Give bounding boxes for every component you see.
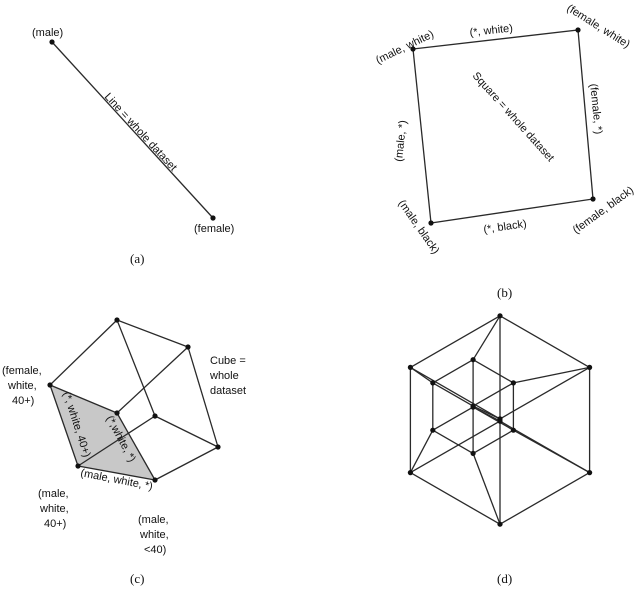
label-female-white-40-l1: (female, [2,365,42,377]
caption-d: (d) [497,571,512,586]
hypercube-edge [410,472,501,525]
label-edge-male-star: (male, *) [393,120,409,163]
hypercube-node [470,357,476,363]
hypercube-edge [513,366,590,384]
label-female-white: (female, white) [564,2,632,50]
hypercube-edge [472,429,514,454]
node-male [49,39,55,45]
label-male-white-lt40-l3: <40) [144,544,166,556]
hypercube-node [497,313,503,319]
label-female: (female) [194,223,234,235]
hypercube-edge [410,366,434,384]
label-line-whole-dataset: Line = whole dataset [102,91,179,174]
label-edge-star-white: (*, white) [469,23,513,39]
line-edge [51,41,214,219]
label-male-white-lt40-l2: white, [139,529,169,541]
hypercube-edge [410,366,501,420]
label-male-black: (male, black) [396,198,442,256]
hypercube-node [587,470,593,476]
label-male: (male) [32,27,63,39]
hypercube-edge [499,315,590,368]
hypercube-node [430,380,436,386]
hypercube-edges [409,315,591,525]
hypercube-edge [472,359,514,384]
hypercube-node [510,380,516,386]
label-edge-star-black: (*, black) [483,218,528,236]
panel-a-line-diagram: (male) (female) Line = whole dataset (a) [32,27,234,266]
panel-c-cube-diagram: Cube = whole dataset (female, white, 40+… [2,317,246,586]
hypercube-node [497,416,503,422]
hypercube-edge [472,405,501,420]
caption-c: (c) [130,571,144,586]
panel-b-square-diagram: (male, white) (female, white) (male, bla… [374,2,636,300]
label-female-black: (female, black) [571,184,636,236]
hypercube-edge [432,406,474,431]
hypercube-node [407,364,413,370]
hypercube-edge [472,315,501,361]
node-female-white [575,27,581,33]
shaded-face-star-white-star [50,385,155,480]
cube-nodes [47,317,221,483]
square-edges [412,29,594,224]
caption-a: (a) [130,251,144,266]
panel-d-hypercube-diagram: (d) [407,313,593,586]
hypercube-edge [410,420,501,474]
label-female-white-40-l3: 40+) [12,395,34,407]
hypercube-edge [432,359,474,384]
caption-b: (b) [497,285,512,300]
hypercube-nodes [407,313,593,527]
hypercube-edge [432,382,474,407]
node-female [210,215,216,221]
label-cube-l1: Cube = [210,355,246,367]
node-male-black [428,220,434,226]
hypercube-edge [410,315,501,368]
hypercube-edge [499,366,590,420]
label-male-white-40-l1: (male, [38,488,69,500]
label-female-white-40-l2: white, [7,380,37,392]
hypercube-node [430,427,436,433]
node-male-white [410,46,416,52]
label-male-white-40-l3: 40+) [44,518,66,530]
hypercube-node [497,521,503,527]
hypercube-node [587,364,593,370]
node-female-black [590,196,596,202]
hypercube-node [407,470,413,476]
hypercube-edge [432,429,474,454]
hypercube-edge [409,429,434,473]
label-square-whole-dataset: Square = whole dataset [470,70,556,164]
hypercube-edge [472,382,514,407]
hypercube-edge [472,406,514,431]
hypercube-edge [513,429,590,474]
label-edge-female-star: (female, *) [587,83,604,135]
label-cube-l2: whole [209,370,239,382]
hypercube-edge [499,472,590,525]
hypercube-node [510,427,516,433]
hypercube-node [470,403,476,409]
label-cube-l3: dataset [210,385,246,397]
label-male-white-40-l2: white, [39,503,69,515]
label-male-white-lt40-l1: (male, [138,514,169,526]
hypercube-edge [472,453,501,525]
hypercube-node [470,450,476,456]
